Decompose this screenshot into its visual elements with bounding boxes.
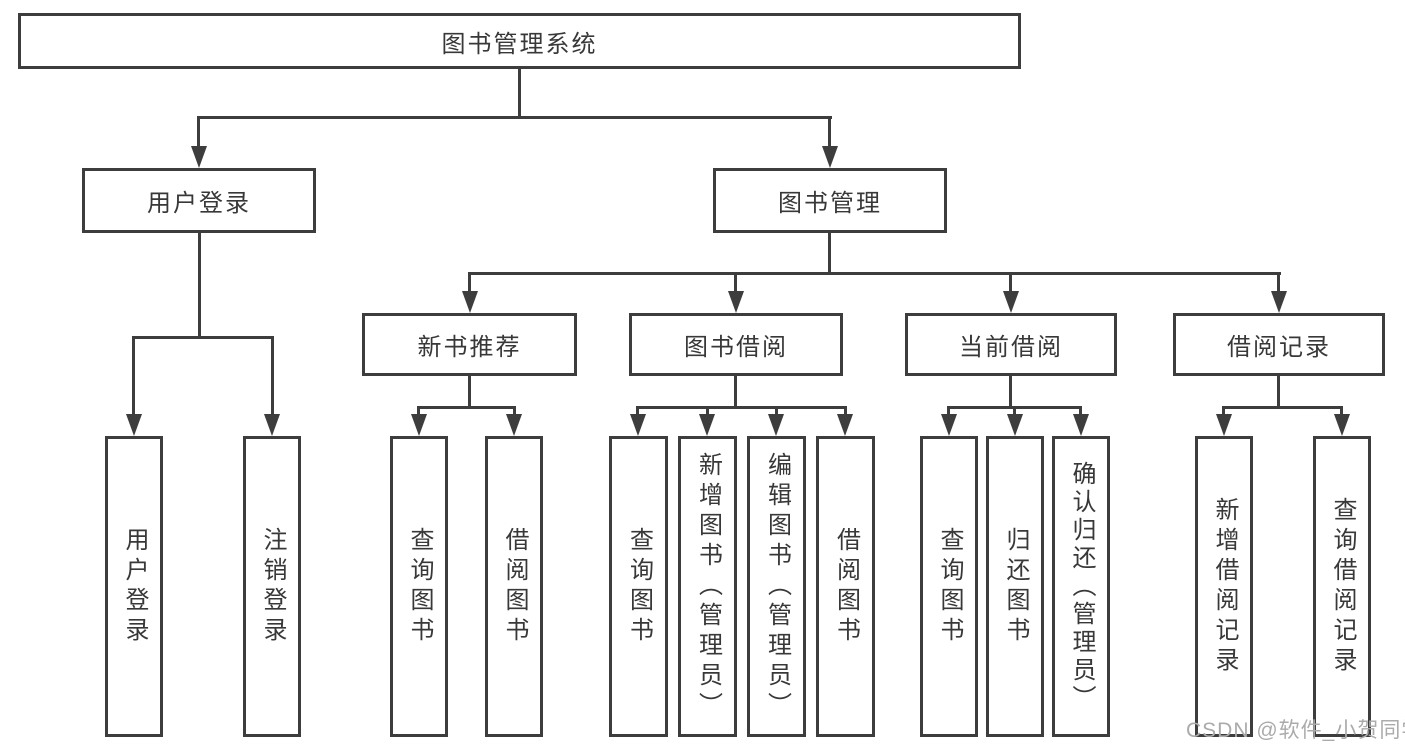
leaf-logout: 注销登录 <box>243 436 301 737</box>
arrow-down-icon <box>630 414 646 436</box>
arrow-down-icon <box>1003 291 1019 313</box>
connector-stub <box>1013 406 1016 418</box>
connector-stub <box>513 406 516 418</box>
connector-bookborrow-hbar <box>637 406 847 409</box>
arrow-down-icon <box>1216 414 1232 436</box>
connector-stub <box>636 406 639 418</box>
node-label: 查询借阅记录 <box>1329 496 1356 677</box>
csdn-watermark: CSDN @软件_小贺同学 <box>1186 719 1405 742</box>
node-new-book-recommend: 新书推荐 <box>362 313 577 376</box>
connector-stub <box>844 406 847 418</box>
leaf-borrow-borrow-books: 借阅图书 <box>816 436 875 737</box>
leaf-borrow-edit-books-admin: 编辑图书（管理员） <box>747 436 806 737</box>
connector-stub <box>1079 406 1082 418</box>
node-label: 查询图书 <box>936 526 963 647</box>
connector-newbook-hbar <box>418 406 516 409</box>
connector-userlogin-stem <box>198 233 201 339</box>
connector-root-hbar <box>198 116 832 119</box>
leaf-borrow-query-books: 查询图书 <box>609 436 668 737</box>
leaf-newbook-query-books: 查询图书 <box>390 436 448 737</box>
node-library-system: 图书管理系统 <box>18 13 1021 69</box>
connector-bookborrow-stem <box>734 376 737 409</box>
connector-userlogin-hbar <box>133 336 273 339</box>
arrow-down-icon <box>728 291 744 313</box>
connector-stub <box>706 406 709 418</box>
leaf-borrow-add-books-admin: 新增图书（管理员） <box>678 436 737 737</box>
node-book-borrowing: 图书借阅 <box>629 313 843 376</box>
connector-level3-hbar <box>469 272 1281 275</box>
arrow-down-icon <box>264 414 280 436</box>
node-label: 注销登录 <box>259 526 286 647</box>
arrow-down-icon <box>822 146 838 168</box>
arrow-down-icon <box>126 414 142 436</box>
node-label: 图书借阅 <box>684 334 788 361</box>
node-current-borrowing: 当前借阅 <box>905 313 1117 376</box>
connector-stub <box>197 116 200 148</box>
leaf-newbook-borrow-books: 借阅图书 <box>485 436 543 737</box>
connector-stub <box>1340 406 1343 418</box>
arrow-down-icon <box>462 291 478 313</box>
leaf-records-add-record: 新增借阅记录 <box>1195 436 1253 737</box>
connector-stub <box>417 406 420 418</box>
node-label: 查询图书 <box>406 526 433 647</box>
leaf-user-login: 用户登录 <box>105 436 163 737</box>
connector-records-stem <box>1277 376 1280 409</box>
connector-root-stem <box>518 69 521 119</box>
leaf-records-query-record: 查询借阅记录 <box>1313 436 1371 737</box>
node-label: 确认归还（管理员） <box>1068 460 1095 713</box>
arrow-down-icon <box>837 414 853 436</box>
connector-currentborrow-stem <box>1009 376 1012 409</box>
connector-stub <box>1009 272 1012 294</box>
node-label: 用户登录 <box>147 190 251 217</box>
arrow-down-icon <box>411 414 427 436</box>
node-borrowing-records: 借阅记录 <box>1173 313 1385 376</box>
arrow-down-icon <box>1271 291 1287 313</box>
arrow-down-icon <box>941 414 957 436</box>
node-label: 新增借阅记录 <box>1211 496 1238 677</box>
node-label: 借阅图书 <box>501 526 528 647</box>
connector-stub <box>271 336 274 416</box>
connector-stub <box>468 272 471 294</box>
connector-stub <box>132 336 135 416</box>
arrow-down-icon <box>191 146 207 168</box>
leaf-current-confirm-return-admin: 确认归还（管理员） <box>1052 436 1110 737</box>
connector-stub <box>775 406 778 418</box>
arrow-down-icon <box>1007 414 1023 436</box>
node-label: 编辑图书（管理员） <box>763 451 791 722</box>
arrow-down-icon <box>506 414 522 436</box>
leaf-current-return-books: 归还图书 <box>986 436 1044 737</box>
connector-bookmgmt-stem <box>828 233 831 275</box>
arrow-down-icon <box>699 414 715 436</box>
node-label: 图书管理 <box>778 190 882 217</box>
connector-stub <box>1277 272 1280 294</box>
node-user-login: 用户登录 <box>82 168 316 233</box>
arrow-down-icon <box>768 414 784 436</box>
connector-stub <box>1222 406 1225 418</box>
connector-records-hbar <box>1223 406 1343 409</box>
connector-stub <box>734 272 737 294</box>
node-label: 新书推荐 <box>417 334 522 361</box>
node-label: 图书管理系统 <box>441 30 598 58</box>
node-label: 查询图书 <box>625 526 653 647</box>
node-label: 借阅记录 <box>1227 334 1331 361</box>
arrow-down-icon <box>1334 414 1350 436</box>
node-label: 用户登录 <box>121 526 148 647</box>
node-label: 当前借阅 <box>959 334 1063 361</box>
node-book-management: 图书管理 <box>713 168 947 233</box>
connector-newbook-stem <box>468 376 471 409</box>
connector-stub <box>947 406 950 418</box>
arrow-down-icon <box>1073 414 1089 436</box>
node-label: 归还图书 <box>1002 526 1029 647</box>
node-label: 借阅图书 <box>832 526 860 647</box>
leaf-current-query-books: 查询图书 <box>920 436 978 737</box>
node-label: 新增图书（管理员） <box>694 451 722 722</box>
connector-stub <box>828 116 831 148</box>
